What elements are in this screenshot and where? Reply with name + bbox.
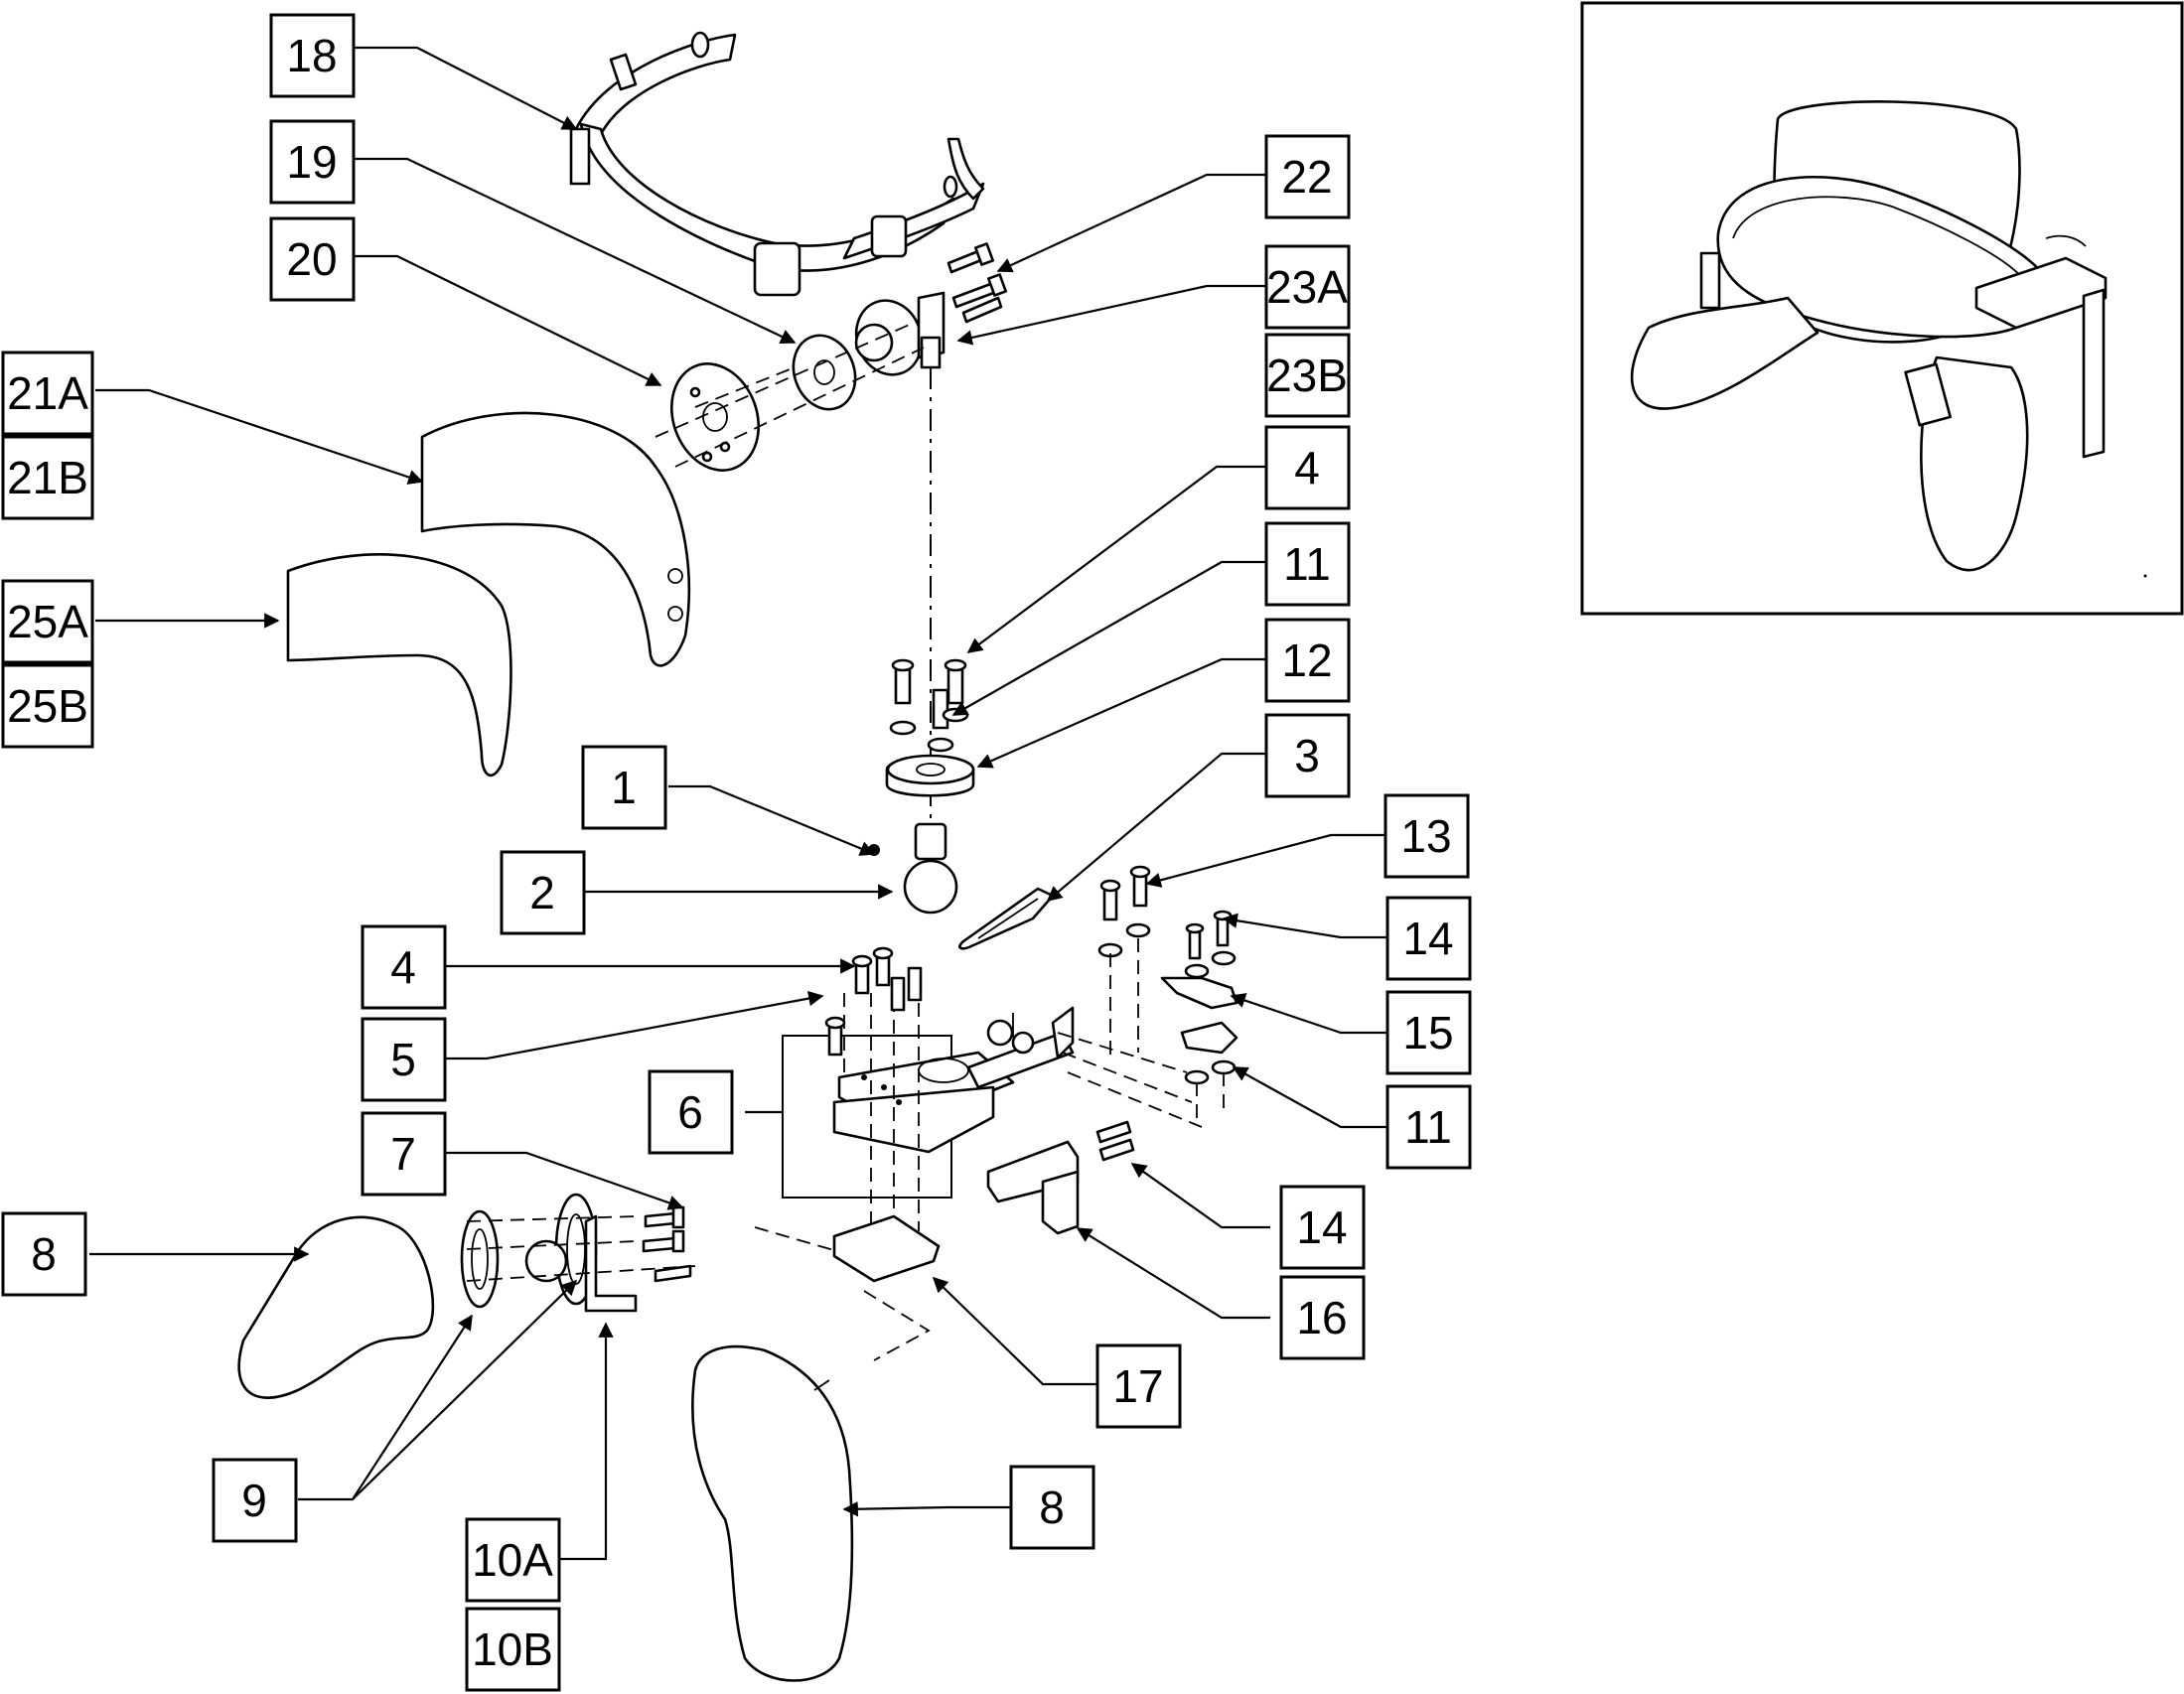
svg-text:13: 13 (1400, 810, 1451, 862)
callout-10b: 10B (465, 1607, 561, 1692)
svg-text:4: 4 (390, 941, 416, 993)
callout-25b: 25B (1, 663, 94, 749)
callout-13: 13 (1383, 793, 1470, 879)
callout-21b: 21B (1, 435, 94, 520)
svg-text:19: 19 (286, 136, 337, 188)
svg-text:11: 11 (1283, 538, 1331, 590)
callout-16: 16 (1279, 1275, 1366, 1360)
svg-text:8: 8 (1039, 1482, 1065, 1533)
svg-text:23A: 23A (1266, 261, 1348, 313)
svg-text:22: 22 (1281, 151, 1332, 203)
callout-11-bottom: 11 (1385, 1084, 1472, 1170)
callout-7: 7 (361, 1111, 447, 1197)
callout-8-right: 8 (1009, 1465, 1095, 1550)
assembled-headrest-inset (1580, 1, 2184, 616)
svg-text:1: 1 (611, 762, 637, 813)
svg-text:23B: 23B (1266, 350, 1348, 401)
svg-text:16: 16 (1296, 1292, 1347, 1343)
head-strap (569, 31, 985, 297)
svg-text:14: 14 (1402, 913, 1453, 964)
svg-text:20: 20 (286, 233, 337, 285)
svg-text:5: 5 (390, 1034, 416, 1085)
callout-4-mid: 4 (361, 924, 447, 1010)
callout-21a: 21A (1, 351, 94, 436)
callout-8-left: 8 (1, 1211, 87, 1297)
callout-6: 6 (648, 1069, 734, 1155)
svg-text:11: 11 (1404, 1101, 1452, 1153)
cam-and-post-hardware (986, 865, 1238, 1235)
callout-18: 18 (269, 13, 356, 98)
svg-text:4: 4 (1294, 442, 1320, 494)
svg-text:17: 17 (1112, 1360, 1163, 1412)
callout-19: 19 (269, 119, 356, 205)
callout-10a: 10A (465, 1517, 561, 1603)
svg-text:18: 18 (286, 30, 337, 81)
svg-text:21B: 21B (7, 452, 88, 503)
callout-14-top: 14 (1385, 896, 1472, 981)
callout-14-bottom: 14 (1279, 1185, 1366, 1270)
svg-text:10B: 10B (472, 1623, 553, 1675)
main-bracket (782, 993, 1203, 1251)
head-pads (286, 411, 690, 777)
callout-11-top: 11 (1264, 521, 1351, 607)
ball-mount-assembly (655, 242, 1008, 864)
callout-2: 2 (500, 850, 586, 935)
callout-25a: 25A (1, 579, 94, 664)
bracket-screws (824, 946, 923, 1057)
svg-text:12: 12 (1281, 635, 1332, 686)
svg-text:8: 8 (31, 1228, 57, 1280)
svg-text:2: 2 (529, 867, 555, 918)
svg-text:14: 14 (1296, 1201, 1347, 1253)
svg-text:3: 3 (1294, 730, 1320, 781)
callout-23b: 23B (1264, 333, 1351, 418)
svg-text:25B: 25B (7, 680, 88, 732)
callout-23a: 23A (1264, 244, 1351, 330)
callout-20: 20 (269, 216, 356, 302)
center-hub-hardware (868, 658, 1055, 950)
callout-4-top: 4 (1264, 425, 1351, 510)
svg-text:25A: 25A (7, 596, 88, 647)
callout-5: 5 (361, 1017, 447, 1102)
svg-text:7: 7 (390, 1128, 416, 1180)
callout-22: 22 (1264, 134, 1351, 219)
callout-3: 3 (1264, 713, 1351, 798)
lateral-supports (237, 1193, 941, 1682)
svg-text:10A: 10A (472, 1534, 553, 1586)
svg-text:21A: 21A (7, 367, 88, 419)
callout-9: 9 (212, 1458, 298, 1543)
callout-15: 15 (1385, 990, 1472, 1075)
callout-12: 12 (1264, 618, 1351, 703)
svg-text:9: 9 (241, 1475, 267, 1526)
callout-17: 17 (1095, 1343, 1182, 1429)
callout-1: 1 (581, 745, 667, 830)
svg-text:6: 6 (677, 1086, 703, 1138)
svg-text:15: 15 (1402, 1007, 1453, 1059)
